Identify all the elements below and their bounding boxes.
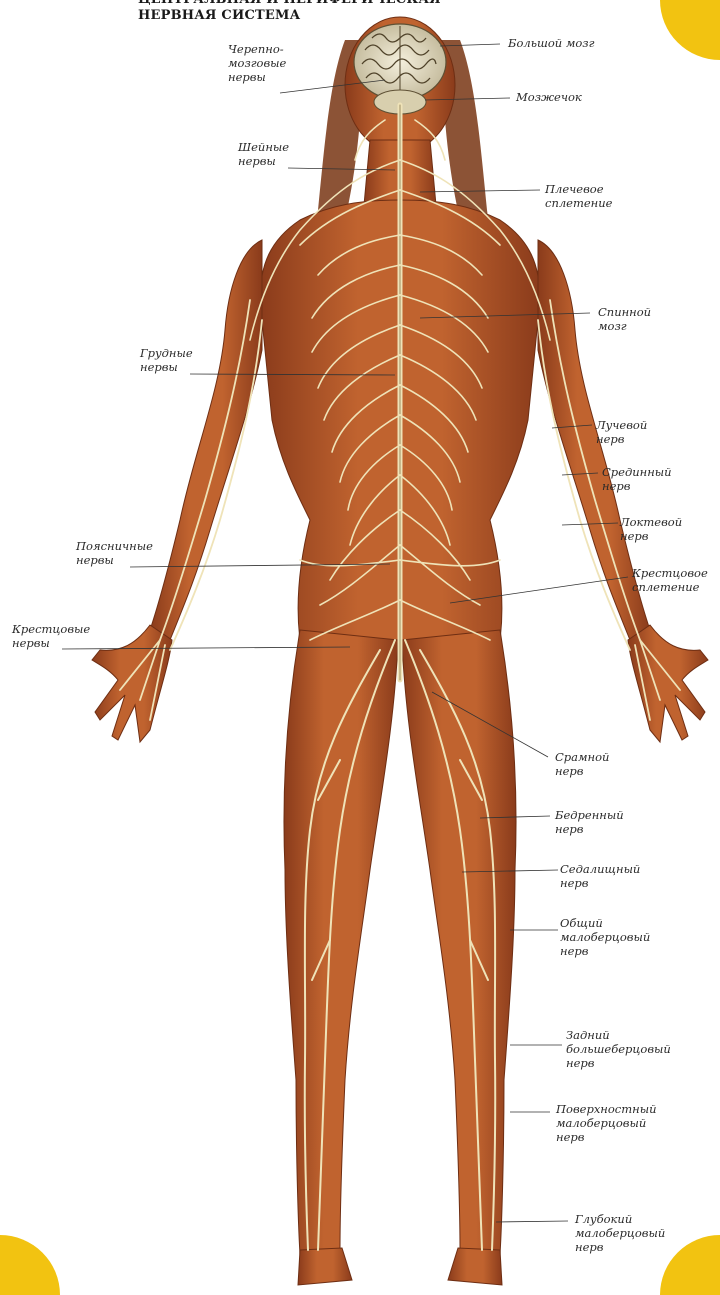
label-common-peroneal-nerve: Общий малоберцовый нерв: [560, 916, 650, 958]
label-femoral-nerve: Бедренный нерв: [555, 808, 624, 836]
label-cerebrum: Большой мозг: [508, 36, 594, 50]
label-radial-nerve: Лучевой нерв: [596, 418, 647, 446]
label-deep-peroneal-nerve: Глубокий малоберцовый нерв: [575, 1212, 665, 1254]
label-cranial-nerves: Черепно- мозговые нервы: [228, 42, 286, 84]
label-spinal-cord: Спинной мозг: [598, 305, 651, 333]
label-sacral-plexus: Крестцовое сплетение: [632, 566, 708, 594]
label-median-nerve: Срединный нерв: [602, 465, 672, 493]
label-cerebellum: Мозжечок: [516, 90, 582, 104]
label-thoracic-nerves: Грудные нервы: [140, 346, 193, 374]
label-ulnar-nerve: Локтевой нерв: [620, 515, 682, 543]
label-pudendal-nerve: Срамной нерв: [555, 750, 609, 778]
label-cervical-nerves: Шейные нервы: [238, 140, 289, 168]
label-brachial-plexus: Плечевое сплетение: [545, 182, 612, 210]
label-lumbar-nerves: Поясничные нервы: [76, 539, 153, 567]
label-posterior-tibial-nerve: Задний большеберцовый нерв: [566, 1028, 671, 1070]
label-superficial-peroneal-nerve: Поверхностный малоберцовый нерв: [556, 1102, 657, 1144]
nerve-network: [120, 105, 680, 1250]
label-sacral-nerves: Крестцовые нервы: [12, 622, 90, 650]
label-sciatic-nerve: Седалищный нерв: [560, 862, 640, 890]
